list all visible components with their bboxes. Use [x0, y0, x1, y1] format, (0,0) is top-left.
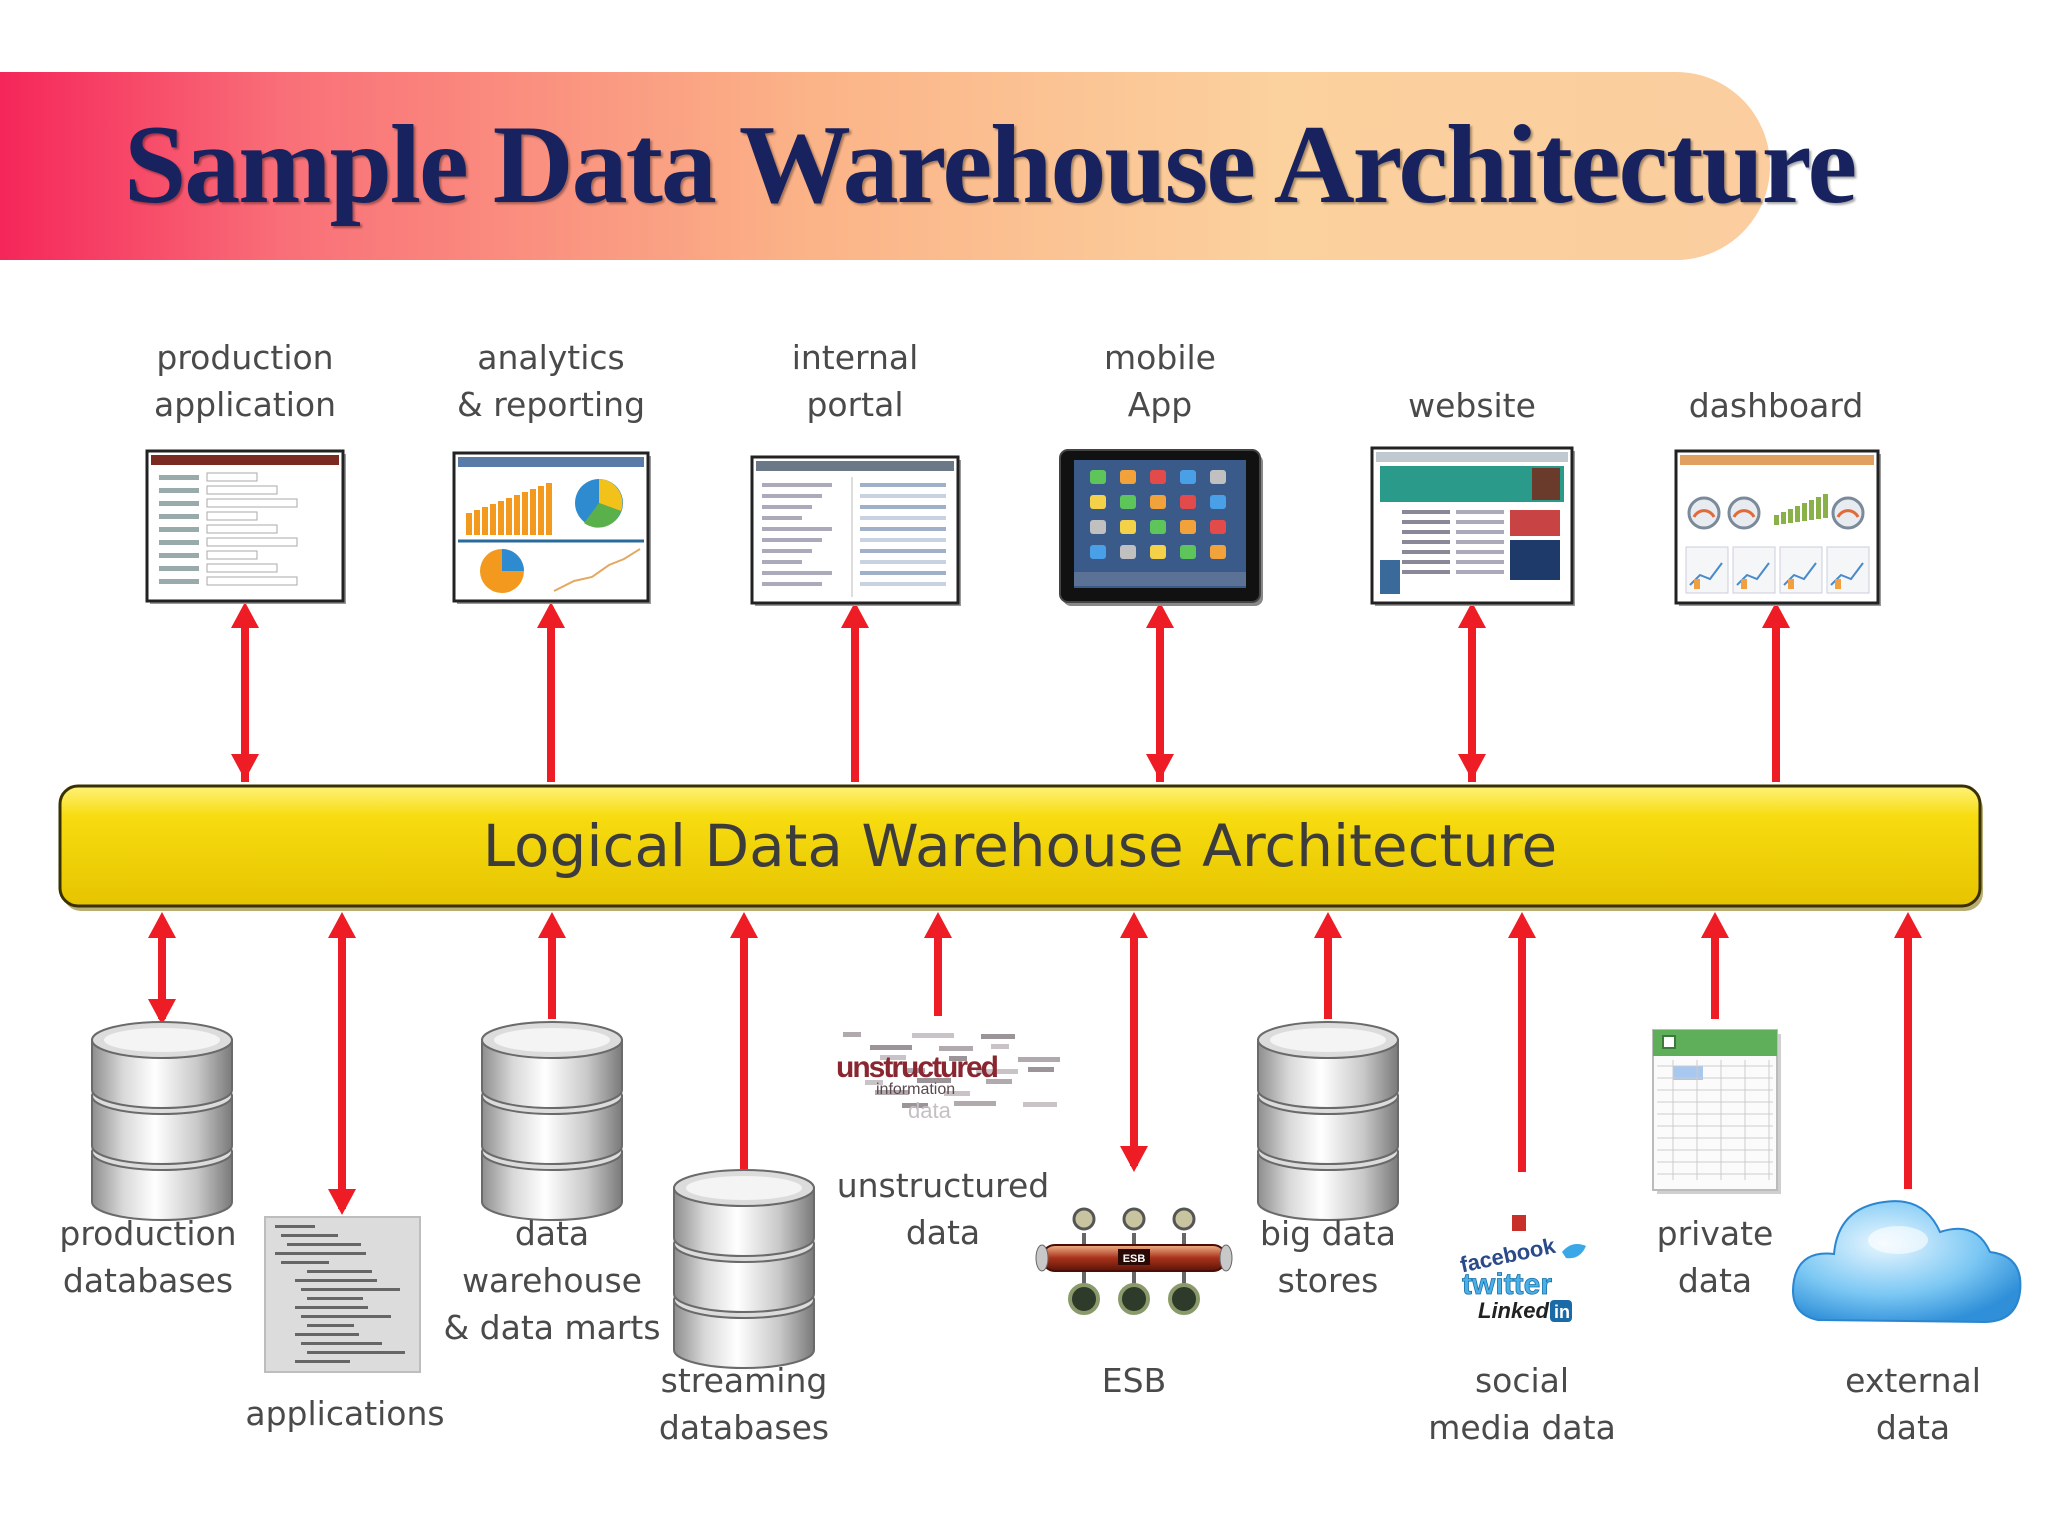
charts-screen-icon — [452, 451, 651, 604]
label-production-application: production application — [95, 334, 395, 428]
label-line: portal — [806, 385, 904, 424]
label-line: stores — [1277, 1261, 1379, 1300]
label-line: data — [514, 1214, 590, 1253]
label-line: website — [1408, 386, 1536, 425]
label-line: external — [1845, 1361, 1981, 1400]
label-line: dashboard — [1688, 386, 1864, 425]
label-line: big data — [1260, 1214, 1396, 1253]
arrow-head — [1894, 912, 1922, 938]
label-private-data: private data — [1565, 1210, 1865, 1304]
tablet-icon — [1059, 449, 1263, 606]
form-screen-icon — [145, 449, 346, 604]
label-social-media-data: social media data — [1372, 1357, 1672, 1451]
arrow-head — [231, 754, 259, 780]
arrow-head — [148, 999, 176, 1025]
label-line: unstructured — [836, 1166, 1050, 1205]
arrow-head — [730, 912, 758, 938]
label-line: production — [156, 338, 334, 377]
arrow-head — [1458, 754, 1486, 780]
label-streaming-databases: streaming databases — [594, 1357, 894, 1451]
label-line: mobile — [1104, 338, 1216, 377]
label-internal-portal: internal portal — [705, 334, 1005, 428]
arrow-head — [924, 912, 952, 938]
arrow-head — [1762, 602, 1790, 628]
label-production-databases: production databases — [0, 1210, 298, 1304]
logical-dw-bar — [58, 784, 1983, 911]
label-line: application — [153, 385, 337, 424]
label-big-data-stores: big data stores — [1178, 1210, 1478, 1304]
label-dashboard: dashboard — [1626, 382, 1926, 429]
title-banner — [0, 72, 1770, 260]
label-analytics-reporting: analytics & reporting — [401, 334, 701, 428]
arrow-head — [538, 912, 566, 938]
label-esb: ESB — [984, 1357, 1284, 1404]
esb-bus-icon: ESB — [1035, 1207, 1233, 1315]
arrow-head — [1146, 602, 1174, 628]
arrow-head — [1508, 912, 1536, 938]
label-line: analytics — [477, 338, 625, 377]
arrow-head — [1120, 912, 1148, 938]
label-line: & reporting — [456, 385, 646, 424]
portal-screen-icon — [750, 455, 961, 606]
esb-icon-text: ESB — [1123, 1253, 1146, 1265]
cloud-icon — [1792, 1200, 2022, 1324]
label-applications: applications — [195, 1390, 495, 1437]
arrow-head — [328, 1189, 356, 1215]
label-line: data — [905, 1213, 981, 1252]
page-title: Sample Data Warehouse Architecture — [124, 103, 1857, 227]
label-line: ESB — [1101, 1361, 1167, 1400]
code-document-icon — [264, 1216, 421, 1373]
arrow-head — [1314, 912, 1342, 938]
label-line: private — [1656, 1214, 1774, 1253]
word-cloud-data: data — [908, 1098, 952, 1123]
database-icon-streaming — [673, 1169, 815, 1369]
arrow-head — [1120, 1146, 1148, 1172]
spreadsheet-icon — [1652, 1029, 1781, 1194]
arrow-head — [1458, 602, 1486, 628]
twitter-bird-icon — [1562, 1244, 1586, 1259]
linkedin-logo: Linked — [1478, 1298, 1549, 1323]
label-website: website — [1322, 382, 1622, 429]
label-line: applications — [245, 1394, 445, 1433]
label-line: social — [1474, 1361, 1570, 1400]
label-line: databases — [62, 1261, 234, 1300]
label-external-data: external data — [1763, 1357, 2048, 1451]
label-line: databases — [658, 1408, 830, 1447]
arrow-head — [841, 602, 869, 628]
label-line: warehouse — [462, 1261, 642, 1300]
label-line: App — [1127, 385, 1193, 424]
label-line: media data — [1428, 1408, 1616, 1447]
label-line: data — [1677, 1261, 1753, 1300]
arrow-head — [1701, 912, 1729, 938]
arrow-head — [328, 912, 356, 938]
database-icon-warehouse — [481, 1021, 623, 1221]
label-line: streaming — [660, 1361, 828, 1400]
arrow-head — [1146, 754, 1174, 780]
arrow-head — [231, 602, 259, 628]
arrow-head — [148, 912, 176, 938]
word-cloud-unstructured: unstructured — [836, 1051, 998, 1084]
connector-arrows — [148, 602, 1922, 1215]
website-screen-icon — [1370, 446, 1575, 606]
database-icon-bigdata — [1257, 1021, 1399, 1221]
dashboard-screen-icon — [1674, 449, 1881, 606]
label-unstructured-data: unstructured data — [793, 1162, 1093, 1256]
label-line: & data marts — [443, 1308, 661, 1347]
label-line: production — [59, 1214, 237, 1253]
label-data-warehouse: data warehouse & data marts — [402, 1210, 702, 1351]
linkedin-in-badge: in — [1554, 1302, 1570, 1322]
database-icon-production — [91, 1021, 233, 1221]
logical-dw-label: Logical Data Warehouse Architecture — [482, 812, 1558, 880]
label-line: data — [1875, 1408, 1951, 1447]
bar-body — [58, 784, 1982, 908]
arrow-head — [537, 602, 565, 628]
twitter-logo: twitter — [1462, 1268, 1552, 1301]
label-line: internal — [791, 338, 919, 377]
word-cloud-information: information — [876, 1081, 955, 1098]
